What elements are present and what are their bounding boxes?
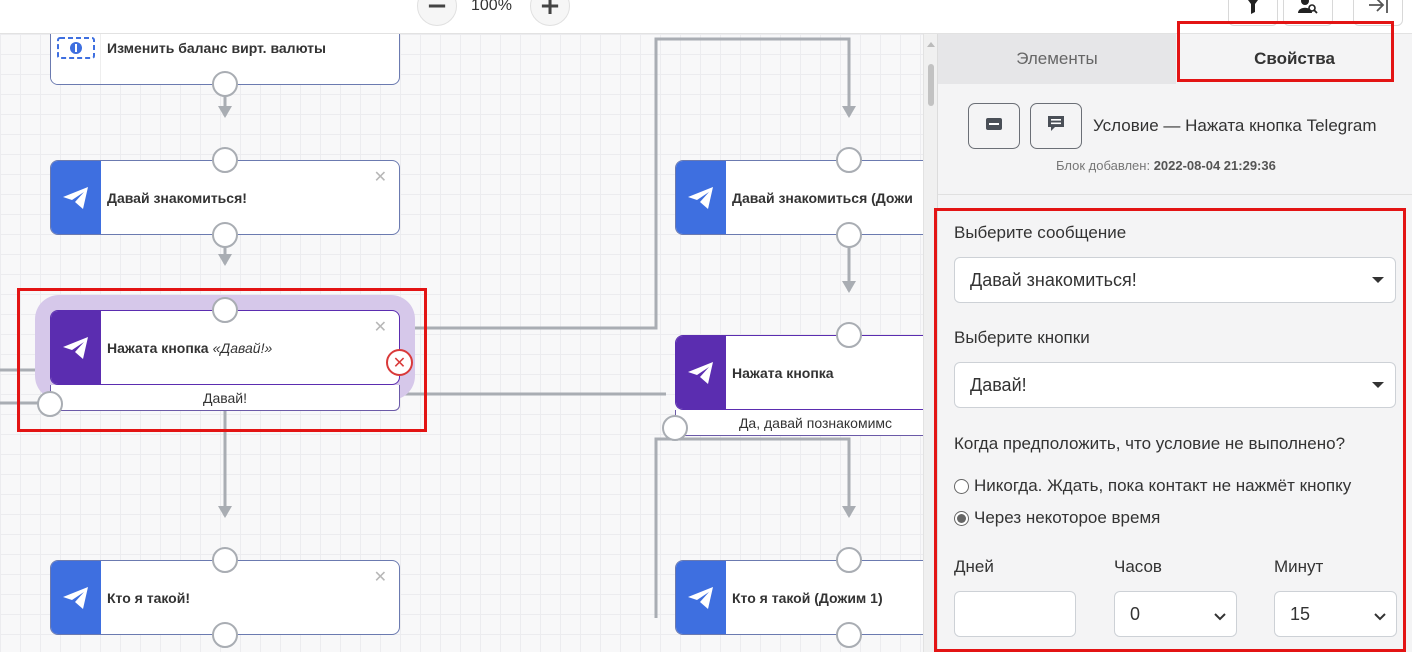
message-preview-button[interactable] xyxy=(968,103,1020,149)
user-search-button[interactable] xyxy=(1283,0,1333,26)
node-title-italic: «Давай!» xyxy=(212,339,273,356)
node-title: Давай знакомиться! xyxy=(107,189,247,206)
output-port[interactable] xyxy=(37,391,63,417)
input-port[interactable] xyxy=(212,547,238,573)
close-icon[interactable]: ✕ xyxy=(374,34,387,36)
close-icon[interactable]: ✕ xyxy=(373,567,387,586)
message-select[interactable]: Давай знакомиться! xyxy=(954,257,1396,303)
minutes-label: Минут xyxy=(1274,557,1324,576)
caret-down-icon xyxy=(1372,382,1384,388)
input-port[interactable] xyxy=(212,297,238,323)
telegram-icon xyxy=(51,311,101,384)
filter-icon xyxy=(1245,0,1261,19)
hours-select[interactable]: 0 xyxy=(1114,591,1237,637)
block-added-label: Блок добавлен: xyxy=(1056,158,1151,173)
close-icon[interactable]: ✕ xyxy=(373,167,387,186)
comment-icon xyxy=(1047,115,1065,138)
radio-after-time[interactable] xyxy=(954,510,969,526)
input-port[interactable] xyxy=(212,147,238,173)
node-title: Изменить баланс вирт. валюты xyxy=(107,39,326,56)
node-title: Давай знакомиться (Дожи xyxy=(732,189,913,206)
block-added-date: 2022-08-04 21:29:36 xyxy=(1153,158,1276,173)
chevron-down-icon xyxy=(1374,606,1386,627)
input-port[interactable] xyxy=(836,547,862,573)
output-port[interactable] xyxy=(212,622,238,648)
condition-title: Условие — Нажата кнопка Telegram xyxy=(1093,116,1377,135)
option-never-label: Никогда. Ждать, пока контакт не нажмёт к… xyxy=(974,476,1352,495)
block-added-info: Блок добавлен: 2022-08-04 21:29:36 xyxy=(1056,158,1276,173)
input-port[interactable] xyxy=(836,322,862,348)
hours-label: Часов xyxy=(1114,557,1162,576)
exit-icon xyxy=(1367,0,1389,19)
days-label: Дней xyxy=(954,557,994,576)
canvas-scrollbar[interactable] xyxy=(923,34,937,652)
zoom-level: 100% xyxy=(471,0,512,14)
option-after-time-label: Через некоторое время xyxy=(974,508,1161,527)
buttons-select-value: Давай! xyxy=(970,374,1027,395)
currency-icon xyxy=(51,34,101,84)
panel-tabs: Элементы Свойства xyxy=(938,34,1412,84)
option-after-time[interactable]: Через некоторое время xyxy=(954,508,1160,528)
message-select-label: Выберите сообщение xyxy=(954,223,1127,242)
filter-button[interactable] xyxy=(1228,0,1278,26)
node-title-text: Нажата кнопка xyxy=(107,339,209,356)
output-port[interactable] xyxy=(836,222,862,248)
delete-icon[interactable]: ✕ xyxy=(386,349,413,376)
telegram-icon xyxy=(676,161,726,234)
properties-panel: Элементы Свойства Условие — Нажата кнопк… xyxy=(937,34,1412,652)
input-port[interactable] xyxy=(836,147,862,173)
exit-button[interactable] xyxy=(1353,0,1403,26)
scrollbar-thumb[interactable] xyxy=(928,64,934,106)
close-icon[interactable]: ✕ xyxy=(373,317,387,336)
option-never[interactable]: Никогда. Ждать, пока контакт не нажмёт к… xyxy=(954,476,1351,496)
hours-select-value: 0 xyxy=(1130,603,1141,624)
telegram-icon xyxy=(51,161,101,234)
message-icon xyxy=(985,117,1003,136)
node-title: Нажата кнопка xyxy=(732,364,834,381)
message-select-value: Давай знакомиться! xyxy=(970,269,1137,290)
output-port[interactable] xyxy=(212,222,238,248)
comment-button[interactable] xyxy=(1030,103,1082,149)
top-toolbar: − 100% + xyxy=(0,0,1412,34)
telegram-icon xyxy=(676,336,726,409)
node-button-option[interactable]: Давай! xyxy=(50,385,400,411)
node-title: Нажата кнопка «Давай!» xyxy=(107,311,272,384)
node-title: Кто я такой (Дожим 1) xyxy=(732,589,883,606)
flow-canvas[interactable]: Изменить баланс вирт. валюты ✕ Давай зна… xyxy=(0,34,937,652)
tab-elements[interactable]: Элементы xyxy=(938,34,1176,84)
zoom-out-button[interactable]: − xyxy=(417,0,457,26)
zoom-in-button[interactable]: + xyxy=(530,0,570,26)
telegram-icon xyxy=(51,561,101,634)
output-port[interactable] xyxy=(836,622,862,648)
chevron-down-icon xyxy=(1214,606,1226,627)
node-button-option[interactable]: Да, давай познакомимс xyxy=(675,410,935,436)
radio-never[interactable] xyxy=(954,478,969,494)
node-title: Кто я такой! xyxy=(107,589,191,606)
caret-down-icon xyxy=(1372,277,1384,283)
output-port[interactable] xyxy=(662,415,688,441)
node-condition-button-pressed-2[interactable]: Нажата кнопка xyxy=(675,335,935,410)
telegram-icon xyxy=(676,561,726,634)
scroll-up-icon[interactable] xyxy=(927,42,935,47)
days-input[interactable] xyxy=(954,591,1076,637)
node-message-lets-meet-followup[interactable]: Давай знакомиться (Дожи xyxy=(675,160,935,235)
tab-properties[interactable]: Свойства xyxy=(1176,34,1412,84)
output-port[interactable] xyxy=(212,71,238,97)
user-search-icon xyxy=(1298,0,1318,19)
buttons-select-label: Выберите кнопки xyxy=(954,328,1090,347)
minutes-select[interactable]: 15 xyxy=(1274,591,1397,637)
divider xyxy=(938,194,1412,195)
buttons-select[interactable]: Давай! xyxy=(954,362,1396,408)
node-message-who-am-i-followup[interactable]: Кто я такой (Дожим 1) xyxy=(675,560,935,635)
minutes-select-value: 15 xyxy=(1290,603,1311,624)
condition-question: Когда предположить, что условие не выпол… xyxy=(954,434,1346,453)
